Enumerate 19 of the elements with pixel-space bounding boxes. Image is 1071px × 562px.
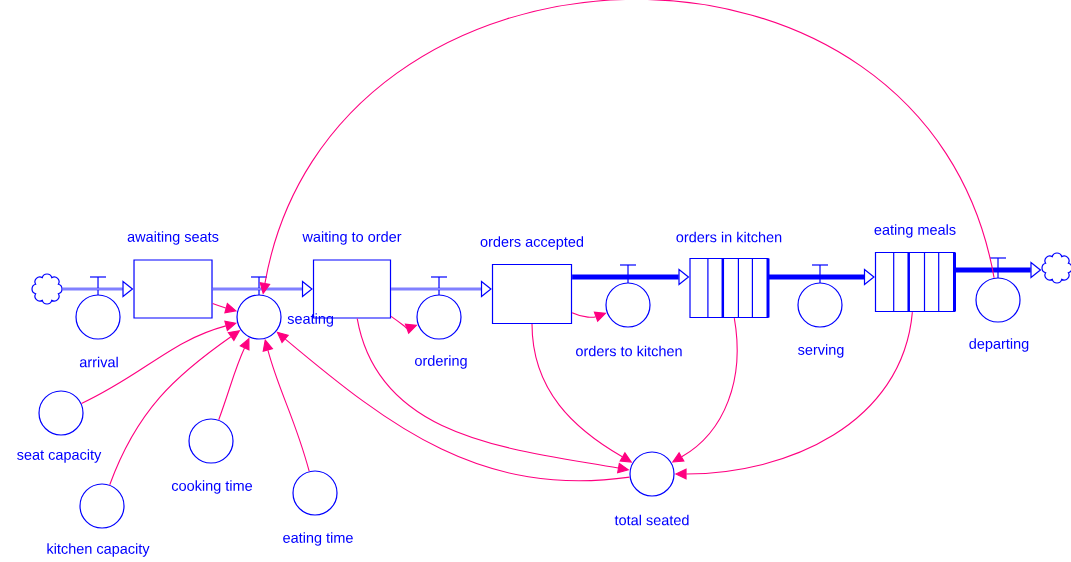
variable-label: orders to kitchen xyxy=(576,345,682,357)
variable-label: cooking time xyxy=(171,480,253,494)
variable-label: awaiting seats xyxy=(127,231,219,245)
cloud-icon xyxy=(31,273,63,305)
variable-label: kitchen capacity xyxy=(47,543,150,557)
variable-label: seat capacity xyxy=(17,449,102,463)
variable-label: orders accepted xyxy=(480,236,584,250)
variable-label: ordering xyxy=(415,355,467,369)
variable-label: eating time xyxy=(283,532,353,546)
variable-label: arrival xyxy=(79,356,118,368)
variable-label: departing xyxy=(969,338,1029,352)
variable-label: eating meals xyxy=(874,224,956,238)
link-arrow xyxy=(276,331,631,482)
variable-label: orders in kitchen xyxy=(676,231,782,243)
variable-label: seating xyxy=(287,313,334,327)
cloud-icon xyxy=(1041,252,1071,284)
variable-label: waiting to order xyxy=(302,231,402,245)
variable-label: serving xyxy=(798,344,844,358)
variable-label: total seated xyxy=(614,514,689,526)
